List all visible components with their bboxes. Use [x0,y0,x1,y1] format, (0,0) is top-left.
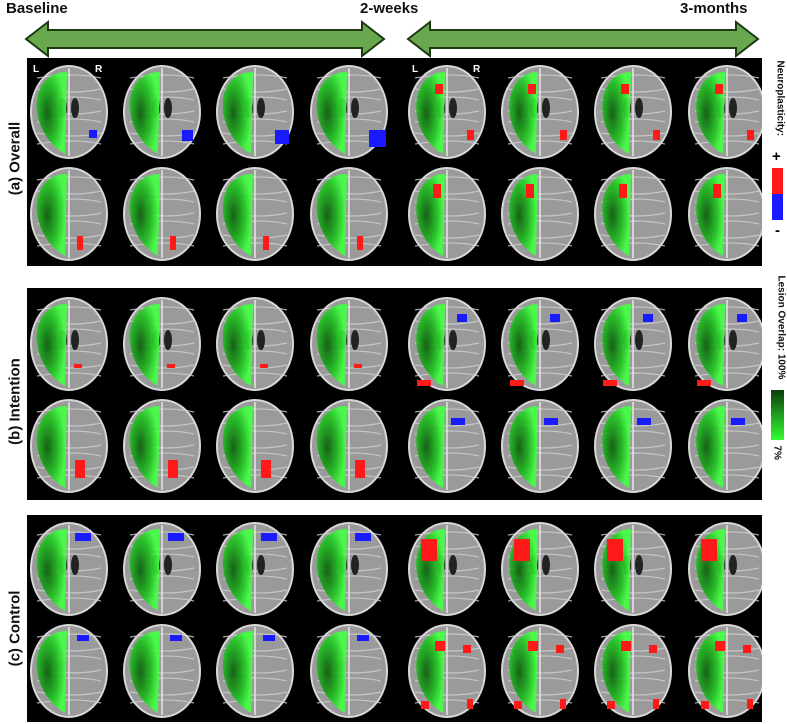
brain-slice [123,65,201,159]
panel-intention [27,288,762,500]
hemisphere-right-label-1: R [95,64,103,75]
timeline-arrows [24,19,760,59]
panel-overall-brains [30,65,762,261]
brain-slice [594,399,672,493]
panel-control-brains [30,522,762,718]
brain-slice [310,522,388,616]
brain-slice [310,399,388,493]
brain-slice [216,624,294,718]
brain-slice [501,399,579,493]
brain-slice [216,297,294,391]
panel-label-control: (c) Control [6,590,24,667]
three-months-label: 3-months [680,0,748,17]
brain-slice [408,522,486,616]
lesion-overlap-title: Lesion Overlap: 100% [775,275,787,380]
panel-overall: L R L R [27,58,762,266]
brain-slice [501,522,579,616]
brain-slice [310,297,388,391]
brain-slice [408,399,486,493]
brain-slice [30,297,108,391]
brain-slice [408,624,486,718]
brain-slice [30,65,108,159]
brain-slice [123,624,201,718]
lesion-overlap-min: 7% [771,445,783,460]
brain-slice [688,297,762,391]
brain-slice [408,297,486,391]
panel-label-overall: (a) Overall [6,121,24,196]
brain-slice [688,624,762,718]
brain-slice [123,297,201,391]
brain-slice [30,522,108,616]
neuroplasticity-positive-swatch [772,168,783,194]
brain-slice [688,167,762,261]
neuroplasticity-title: Neuroplasticity: [774,60,786,137]
brain-slice [310,167,388,261]
two-weeks-label: 2-weeks [360,0,419,17]
baseline-label: Baseline [6,0,68,17]
hemisphere-right-label-2: R [473,64,481,75]
brain-slice [123,167,201,261]
brain-slice [594,522,672,616]
brain-slice [30,167,108,261]
brain-slice [216,522,294,616]
brain-slice [30,624,108,718]
hemisphere-left-label-1: L [33,64,40,75]
panel-intention-brains [30,297,762,493]
brain-slice [408,167,486,261]
brain-slice [30,399,108,493]
brain-slice [594,624,672,718]
brain-slice [688,65,762,159]
brain-slice [688,399,762,493]
brain-slice [123,399,201,493]
brain-slice [501,65,579,159]
arrow-2weeks-to-3months [406,19,760,59]
brain-slice [501,624,579,718]
neuroplasticity-negative-swatch [772,194,783,220]
brain-slice [216,65,294,159]
brain-slice [501,167,579,261]
panel-label-intention: (b) Intention [6,358,24,445]
hemisphere-left-label-2: L [412,64,419,75]
brain-slice [688,522,762,616]
arrow-baseline-to-2weeks [24,19,386,59]
brain-slice [594,167,672,261]
brain-slice [216,167,294,261]
lesion-overlap-colorbar [771,390,784,440]
neuroplasticity-plus: + [772,148,781,165]
brain-slice [501,297,579,391]
brain-slice [123,522,201,616]
panel-control [27,515,762,722]
brain-slice [216,399,294,493]
neuroplasticity-minus: - [775,222,780,239]
brain-slice [408,65,486,159]
brain-slice [594,65,672,159]
brain-slice [310,65,388,159]
brain-slice [310,624,388,718]
brain-slice [594,297,672,391]
